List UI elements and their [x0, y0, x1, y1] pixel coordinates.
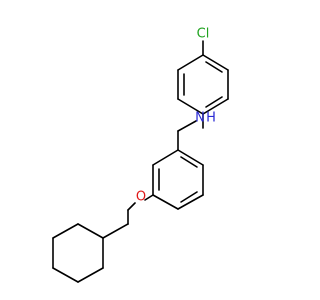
chlorophenyl-ring [177, 54, 229, 115]
bond-c6-c1 [177, 54, 204, 71]
double-bond-b1 [180, 156, 198, 168]
nitrogen-label: N [195, 111, 205, 126]
bond-b4-b5 [152, 194, 179, 210]
bond-c3c-c4c [77, 267, 104, 283]
bond-n-ch2 [177, 120, 197, 132]
bond-c3-c4 [202, 98, 229, 115]
benzyl-ring [52, 223, 129, 283]
double-bond-a1 [205, 61, 223, 73]
bond-c4c-c5c [52, 267, 79, 283]
bond-ring-o [144, 194, 154, 201]
double-bond-a2 [205, 96, 223, 108]
chlorine-label: Cl [197, 27, 210, 42]
central-ring [152, 149, 204, 210]
bond-c4-c5 [177, 98, 204, 115]
bond-c1c-c2c [102, 223, 129, 239]
bond-c6c-c1c [52, 223, 79, 239]
bond-o-ch2 [127, 202, 136, 211]
double-bond-b2 [180, 191, 198, 203]
oxygen-label: O [136, 190, 146, 205]
hydrogen-label: H [206, 111, 216, 126]
bond-c1c-link [77, 223, 104, 239]
bond-c1-c2 [202, 54, 229, 71]
molecule-canvas: Cl N H O [52, 26, 229, 283]
bond-b1-b2 [177, 149, 204, 166]
molecule-structure: Cl N H O [52, 27, 229, 283]
bond-b3-b4 [177, 194, 204, 210]
bond-b6-b1 [152, 149, 179, 166]
